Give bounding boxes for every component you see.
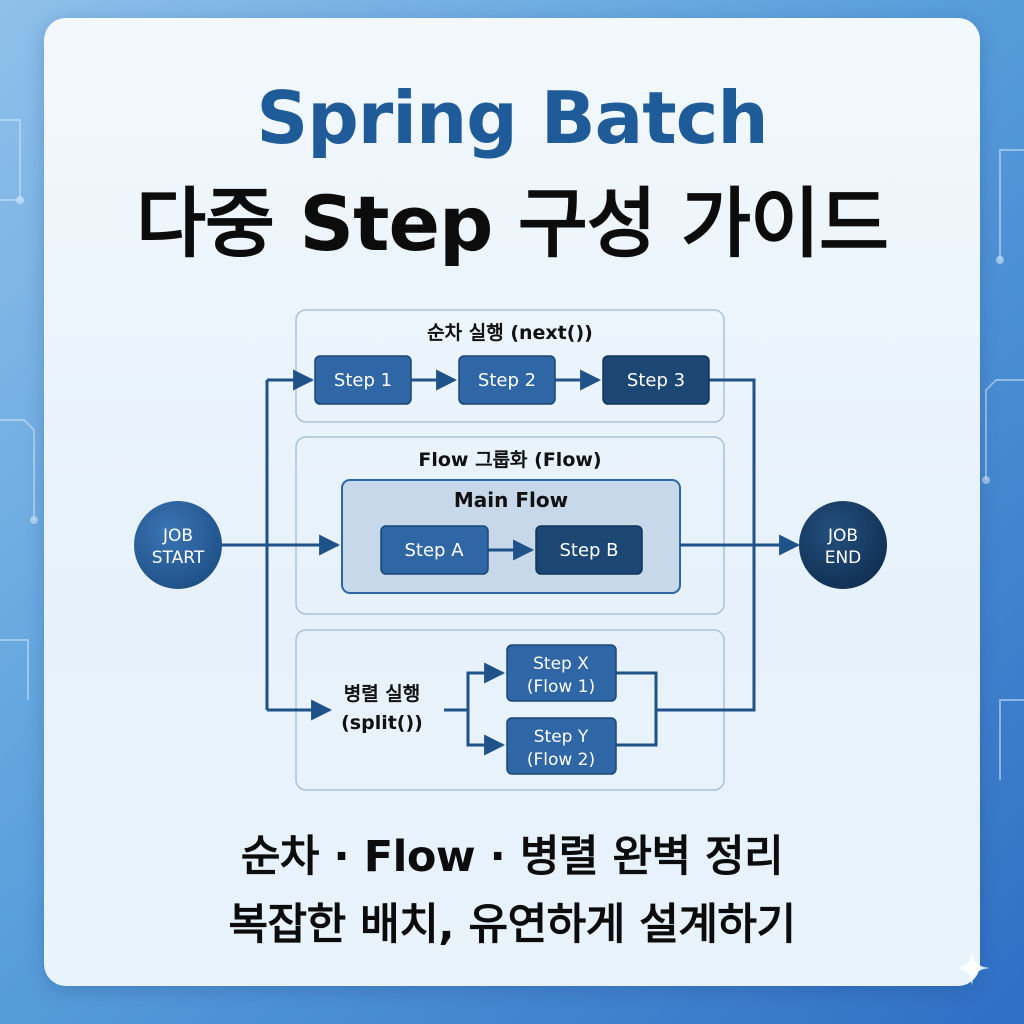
connector-split-y xyxy=(466,710,506,756)
job-start-line2: START xyxy=(152,548,205,568)
sequential-section xyxy=(295,309,725,423)
sequential-label: 순차 실행 (next()) xyxy=(427,322,593,344)
step-y-line1: Step Y xyxy=(534,727,589,747)
connector-split-trunk xyxy=(444,662,506,712)
step-y-box: Step Y (Flow 2) xyxy=(506,717,617,775)
subtitle-line1: 순차 · Flow · 병렬 완벽 정리 xyxy=(240,832,784,882)
flow-section xyxy=(295,436,725,615)
step-x-line1: Step X xyxy=(533,654,589,674)
flow-label: Flow 그룹화 (Flow) xyxy=(418,449,601,471)
job-end-line1: JOB xyxy=(827,526,858,546)
step-x-box: Step X (Flow 1) xyxy=(506,644,617,702)
job-end-node: JOB END xyxy=(799,501,887,589)
step-3-label: Step 3 xyxy=(627,370,685,391)
step-a-label: Step A xyxy=(404,540,464,561)
step-a-box: Step A xyxy=(380,525,489,575)
step-b-box: Step B xyxy=(535,525,643,575)
title-english: Spring Batch xyxy=(256,76,768,160)
job-end-line2: END xyxy=(825,548,862,568)
step-2-box: Step 2 xyxy=(458,355,556,405)
parallel-label-line1: 병렬 실행 xyxy=(344,683,421,705)
connector-step3-end xyxy=(709,378,756,545)
connector-x-join xyxy=(616,671,658,747)
step-2-label: Step 2 xyxy=(478,370,536,391)
sparkle-icon xyxy=(954,950,990,986)
main-flow-label: Main Flow xyxy=(454,488,568,512)
job-start-node: JOB START xyxy=(134,501,222,589)
step-1-box: Step 1 xyxy=(314,355,412,405)
title-korean: 다중 Step 구성 가이드 xyxy=(136,179,889,268)
step-b-label: Step B xyxy=(559,540,618,561)
step-3-box: Step 3 xyxy=(602,355,710,405)
parallel-label-line2: (split()) xyxy=(341,712,423,734)
step-x-line2: (Flow 1) xyxy=(527,677,595,697)
connector-split-end xyxy=(656,545,756,712)
guide-card: Spring Batch 다중 Step 구성 가이드 xyxy=(44,18,980,986)
job-start-line1: JOB xyxy=(162,526,193,546)
step-1-label: Step 1 xyxy=(334,370,392,391)
subtitle-line2: 복잡한 배치, 유연하게 설계하기 xyxy=(228,900,796,950)
step-y-line2: (Flow 2) xyxy=(527,750,595,770)
